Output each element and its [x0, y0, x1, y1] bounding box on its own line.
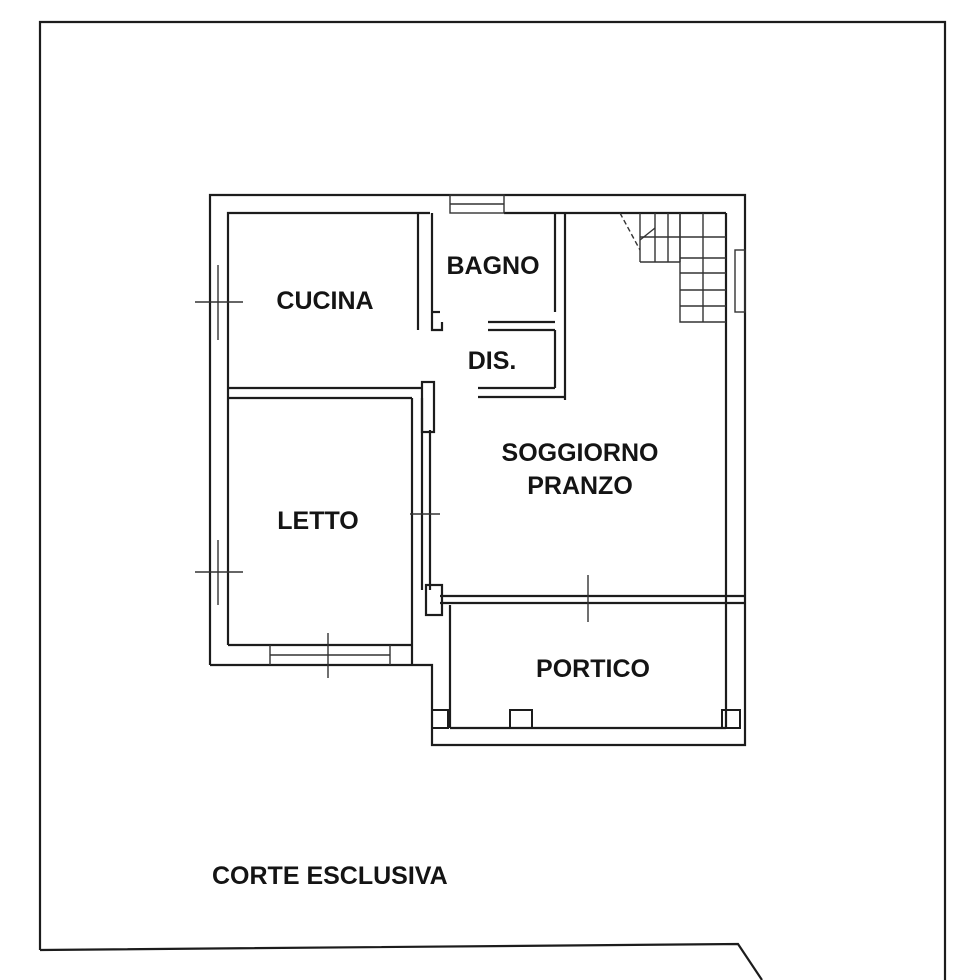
- staircase: [619, 212, 746, 323]
- property-boundary: [38, 20, 947, 980]
- room-label-portico: PORTICO: [536, 655, 650, 683]
- room-label-pranzo: PRANZO: [527, 472, 633, 500]
- room-label-letto: LETTO: [277, 507, 358, 535]
- room-label-cucina: CUCINA: [276, 287, 373, 315]
- room-label-dis: DIS.: [468, 347, 517, 375]
- house-outer-walls: [208, 193, 747, 747]
- room-label-soggiorno: SOGGIORNO: [502, 439, 659, 467]
- area-label-corte-esclusiva: CORTE ESCLUSIVA: [212, 862, 448, 890]
- room-label-bagno: BAGNO: [446, 252, 539, 280]
- windows: [195, 194, 741, 729]
- interior-walls: [228, 213, 745, 645]
